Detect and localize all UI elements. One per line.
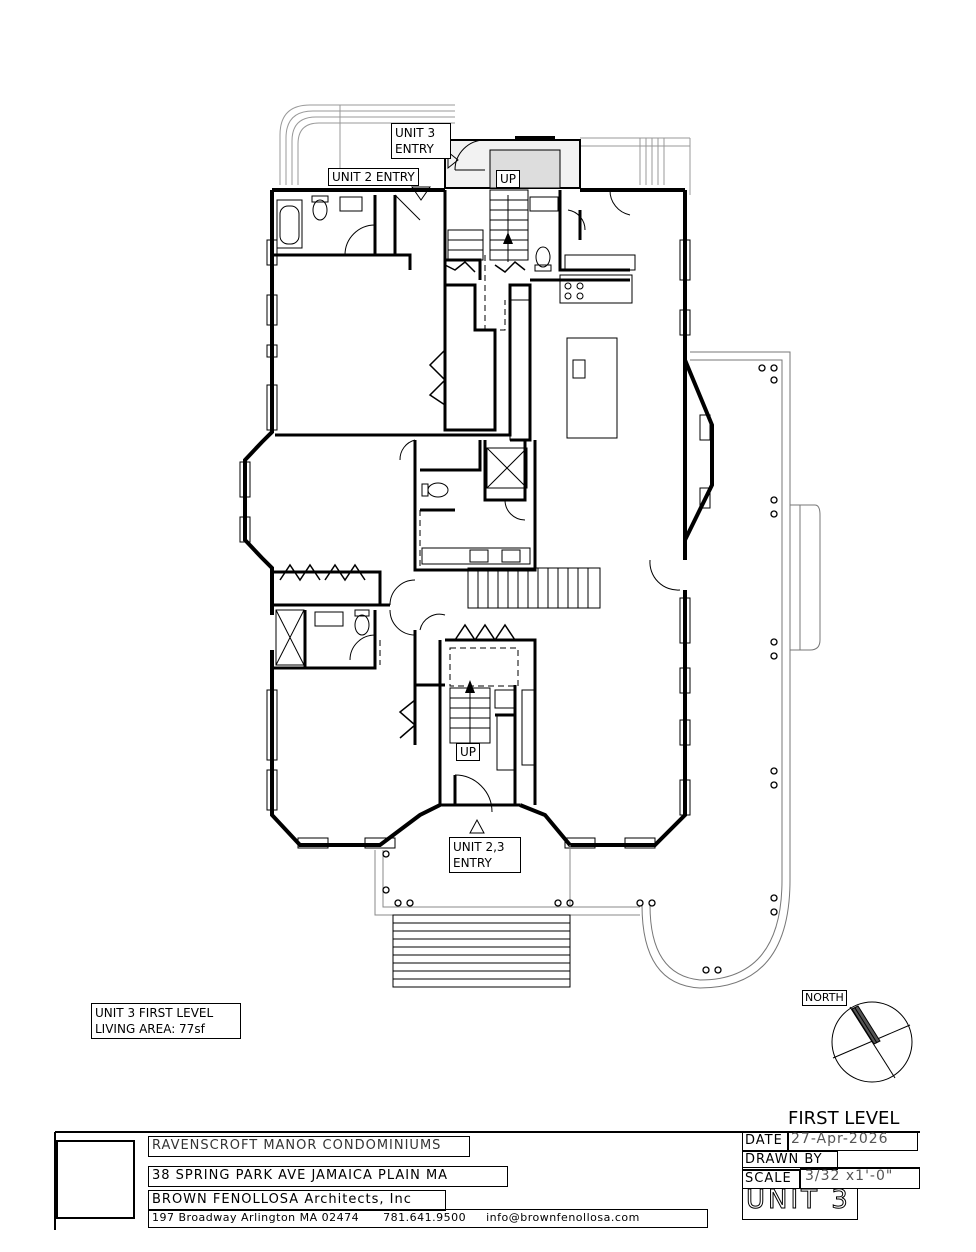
date-value-box [788,1132,918,1151]
unit23-entry-label: UNIT 2,3 ENTRY [449,837,521,873]
firm-contact-box [148,1209,708,1228]
project-name-box [148,1136,470,1157]
interior-walls [272,190,630,805]
project-name: RAVENSCROFT MANOR CONDOMINIUMS [152,1138,442,1153]
stair-arrow-icon [503,232,513,244]
scale-label: SCALE [745,1171,792,1186]
unit3-entry-line1: UNIT 3 [395,126,436,140]
unit2-entry-label: UNIT 2 ENTRY [328,168,419,186]
firm-name: BROWN FENOLLOSA Architects, Inc [152,1192,412,1207]
unit23-entry-arrow-icon [469,818,485,834]
unit23-entry-vestibule [440,775,520,807]
exterior-walls [243,188,714,847]
drawn-by-label: DRAWN BY [745,1152,823,1167]
stair-top [447,189,529,262]
unit2-entry-arrow-icon [411,186,431,201]
stair-main [467,567,601,609]
side-porch [641,351,821,989]
scale-value: 3/32 x1'-0" [805,1168,894,1184]
door-swings [344,189,681,661]
stair-entry [449,647,535,771]
porch-posts [382,364,778,974]
closet-bifold-doors [279,260,526,739]
entry-door-swing [454,774,493,813]
address-box [148,1166,508,1187]
unit3-entry-label: UNIT 3 ENTRY [391,123,451,159]
unit3-entry-line2: ENTRY [395,142,434,156]
area-note: UNIT 3 FIRST LEVEL LIVING AREA: 77sf [91,1003,241,1039]
window-panes [239,239,711,849]
north-arrow-icon [831,1001,913,1083]
up-label-top: UP [496,170,521,188]
date-label: DATE [745,1133,783,1148]
dashed-lines [379,255,506,665]
north-label: NORTH [802,990,847,1006]
scale-value-box [800,1168,920,1189]
kitchen [509,254,636,441]
firm-box [148,1190,446,1211]
unit-box [742,1188,858,1220]
address: 38 SPRING PARK AVE JAMAICA PLAIN MA [152,1168,449,1183]
date-label-box [742,1132,788,1151]
front-steps [392,914,571,988]
unit23-entry-line1: UNIT 2,3 [453,840,505,854]
firm-contact: 197 Broadway Arlington MA 02474 781.641.… [152,1211,640,1224]
unit23-entry-line2: ENTRY [453,856,492,870]
stair-up-arrow-icon [465,680,475,693]
area-note-line2: LIVING AREA: 77sf [95,1022,205,1036]
date-value: 27-Apr-2026 [791,1131,889,1147]
up-label-bottom: UP [456,743,481,761]
unit3-entry-arrow-icon [447,150,459,170]
sheet-title: FIRST LEVEL [788,1108,900,1129]
rear-porch-railing [279,104,691,195]
unit-label: UNIT 3 [746,1185,851,1216]
drawn-by-value-line [742,1167,920,1168]
area-note-line1: UNIT 3 FIRST LEVEL [95,1006,214,1020]
bath-fixtures [275,195,559,666]
drawn-by-label-box [742,1151,838,1170]
